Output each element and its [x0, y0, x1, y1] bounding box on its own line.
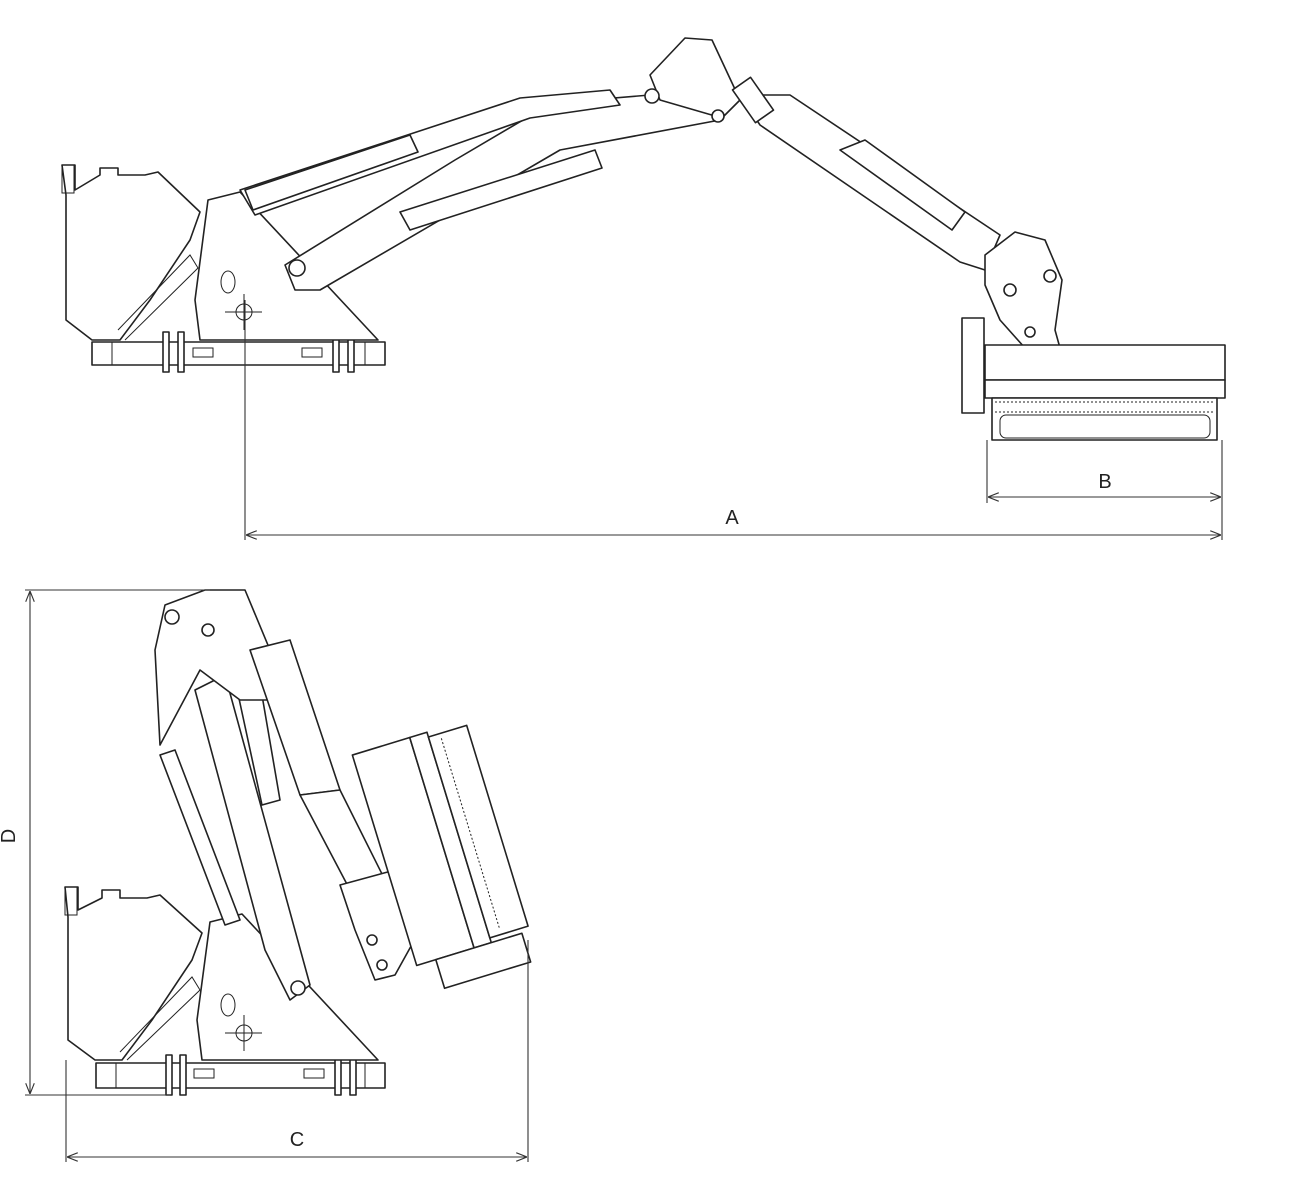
dimension-c-label: C: [290, 1129, 304, 1151]
dimension-d: D: [0, 589, 210, 1096]
folded-arm-drawing: [64, 589, 532, 1096]
dimension-c: C: [65, 940, 529, 1162]
dimension-a: A: [244, 300, 1223, 540]
dimension-b: B: [986, 440, 1221, 503]
extended-arm-drawing: [61, 37, 1226, 441]
dimension-d-label: D: [0, 829, 20, 843]
dimension-b-label: B: [1098, 471, 1111, 493]
dimension-a-label: A: [725, 507, 739, 529]
